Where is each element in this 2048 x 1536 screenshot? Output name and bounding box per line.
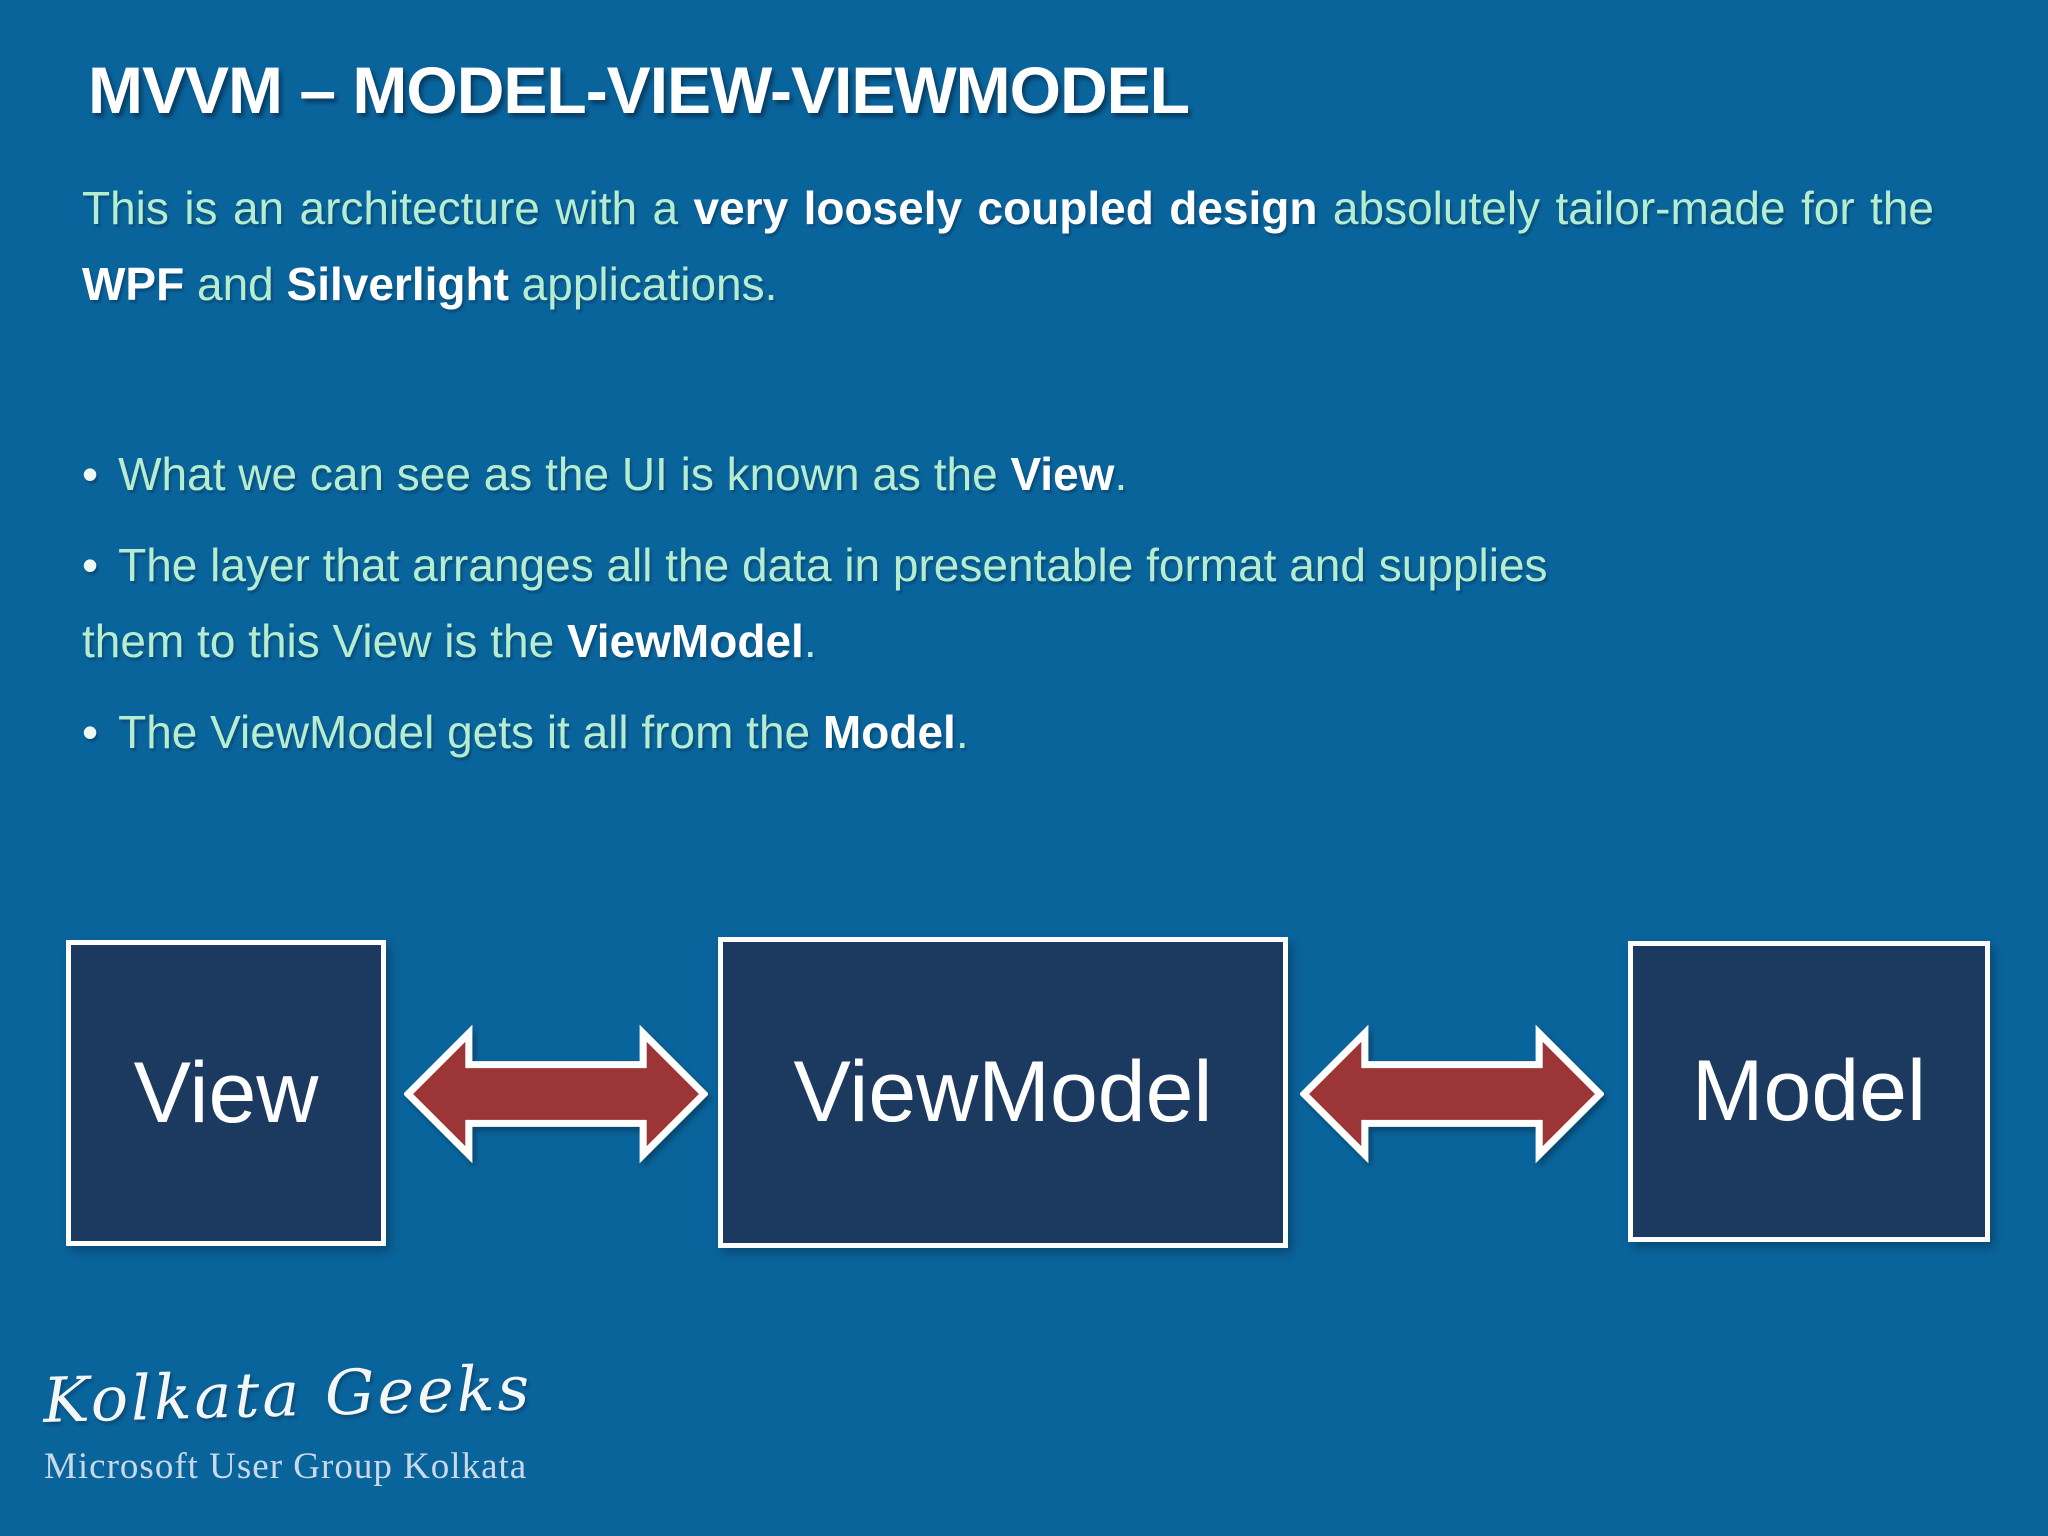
text-segment: absolutely tailor-made for the	[1317, 182, 1934, 234]
text-segment: .	[955, 706, 969, 758]
bullet-list: • What we can see as the UI is known as t…	[82, 436, 1882, 785]
text-segment: .	[803, 615, 817, 667]
bullet-item-view: • What we can see as the UI is known as t…	[82, 436, 1882, 512]
text-segment: Silverlight	[286, 258, 509, 310]
text-segment: The layer that arranges all the data in …	[82, 539, 1548, 667]
text-segment: ViewModel	[566, 615, 804, 667]
text-segment: WPF	[82, 258, 185, 310]
double-arrow-icon	[404, 1024, 708, 1164]
text-segment: View	[1010, 448, 1115, 500]
bullet-dot-icon: •	[82, 448, 99, 500]
bullet-text: The layer that arranges all the data in …	[82, 539, 1548, 667]
logo-subtitle: Microsoft User Group Kolkata	[44, 1446, 528, 1487]
model-box-label: Model	[1691, 1043, 1927, 1139]
text-segment: The ViewModel gets it all from the	[118, 706, 823, 758]
double-arrow-icon	[1300, 1024, 1604, 1164]
text-segment: This is an architecture with a	[82, 182, 694, 234]
text-segment: Model	[822, 706, 956, 758]
model-box: Model	[1628, 941, 1990, 1242]
bullet-text: What we can see as the UI is known as th…	[118, 448, 1127, 500]
bullet-item-viewmodel: •The layer that arranges all the data in…	[82, 527, 1882, 679]
viewmodel-box: ViewModel	[718, 937, 1288, 1248]
text-segment: and	[184, 258, 287, 310]
text-segment: .	[1114, 448, 1128, 500]
text-segment: What we can see as the UI is known as th…	[118, 448, 1011, 500]
viewmodel-box-label: ViewModel	[793, 1044, 1213, 1140]
text-segment: applications.	[508, 258, 778, 310]
kolkata-geeks-logo: Kolkata Geeks	[42, 1351, 534, 1437]
text-segment: very loosely coupled design	[693, 182, 1318, 234]
slide-title: MVVM – MODEL-VIEW-VIEWMODEL	[88, 53, 1190, 127]
view-box: View	[66, 940, 386, 1246]
footer-logo: Kolkata Geeks Microsoft User Group Kolka…	[42, 1351, 533, 1488]
bullet-dot-icon: •	[82, 706, 99, 758]
intro-paragraph: This is an architecture with a very loos…	[82, 170, 1934, 322]
bullet-item-model: • The ViewModel gets it all from the Mode…	[82, 694, 1882, 770]
view-box-label: View	[133, 1044, 319, 1141]
bullet-text: The ViewModel gets it all from the Model…	[118, 706, 968, 758]
bullet-dot-icon: •	[82, 539, 99, 591]
